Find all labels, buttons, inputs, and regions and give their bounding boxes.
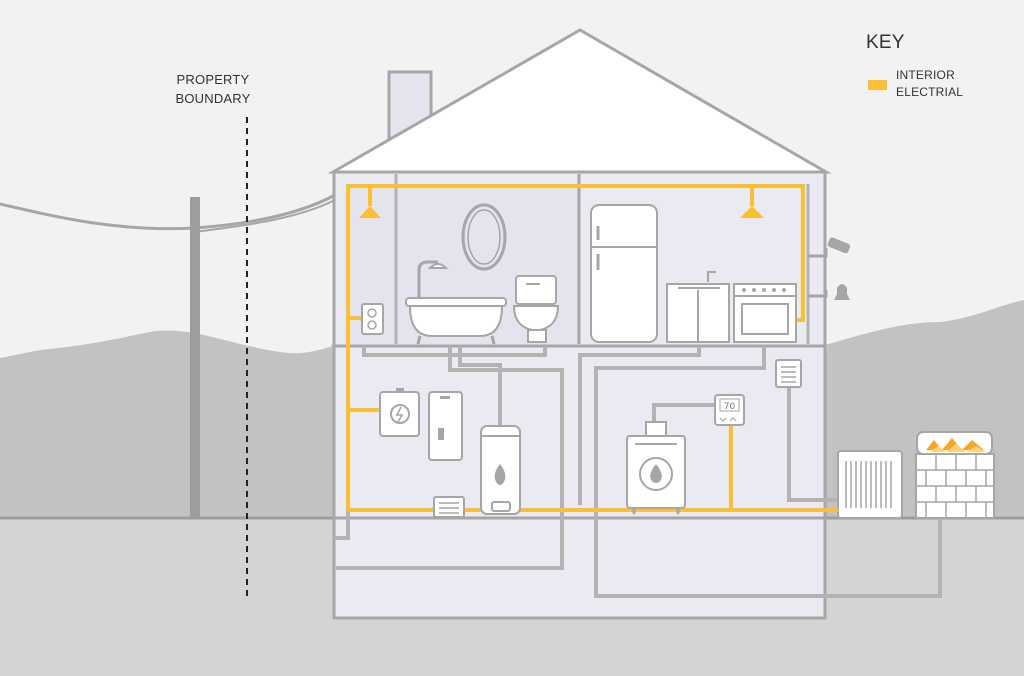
- thermostat: 70: [714, 394, 745, 426]
- outdoor-grill: [915, 431, 995, 519]
- ceiling-light-right: [740, 206, 764, 218]
- key-electrical-label: INTERIOR ELECTRIAL: [896, 67, 963, 101]
- security-camera: [808, 237, 851, 258]
- key-electrical-swatch: [868, 80, 887, 90]
- kitchen-sink: [666, 271, 730, 343]
- stove: [733, 283, 797, 343]
- property-boundary-line2: BOUNDARY: [175, 91, 251, 106]
- refrigerator: [590, 204, 658, 343]
- power-line-lower: [194, 199, 336, 233]
- toilet: [512, 275, 560, 343]
- electrical-panel: [379, 388, 420, 437]
- property-boundary-label: PROPERTY BOUNDARY: [148, 70, 278, 108]
- utility-pole: [190, 197, 200, 519]
- mirror: [461, 203, 507, 271]
- wall-vent: [775, 359, 802, 388]
- power-line-upper: [0, 193, 336, 231]
- furnace: [626, 421, 686, 514]
- breaker-switch: [428, 391, 463, 461]
- plumbing-pipes: [331, 345, 942, 598]
- bathtub: [405, 260, 507, 345]
- key-label-line1: INTERIOR: [896, 68, 955, 82]
- ac-unit: [837, 450, 903, 519]
- key-label-line2: ELECTRIAL: [896, 85, 964, 99]
- key-title: KEY: [866, 32, 905, 53]
- floor-vent: [433, 496, 465, 518]
- thermostat-reading: 70: [724, 402, 736, 412]
- wall-outlet: [361, 303, 384, 335]
- ceiling-light-left: [359, 206, 381, 218]
- doorbell: [808, 284, 850, 300]
- water-heater: [480, 425, 521, 515]
- property-boundary-line1: PROPERTY: [176, 72, 250, 87]
